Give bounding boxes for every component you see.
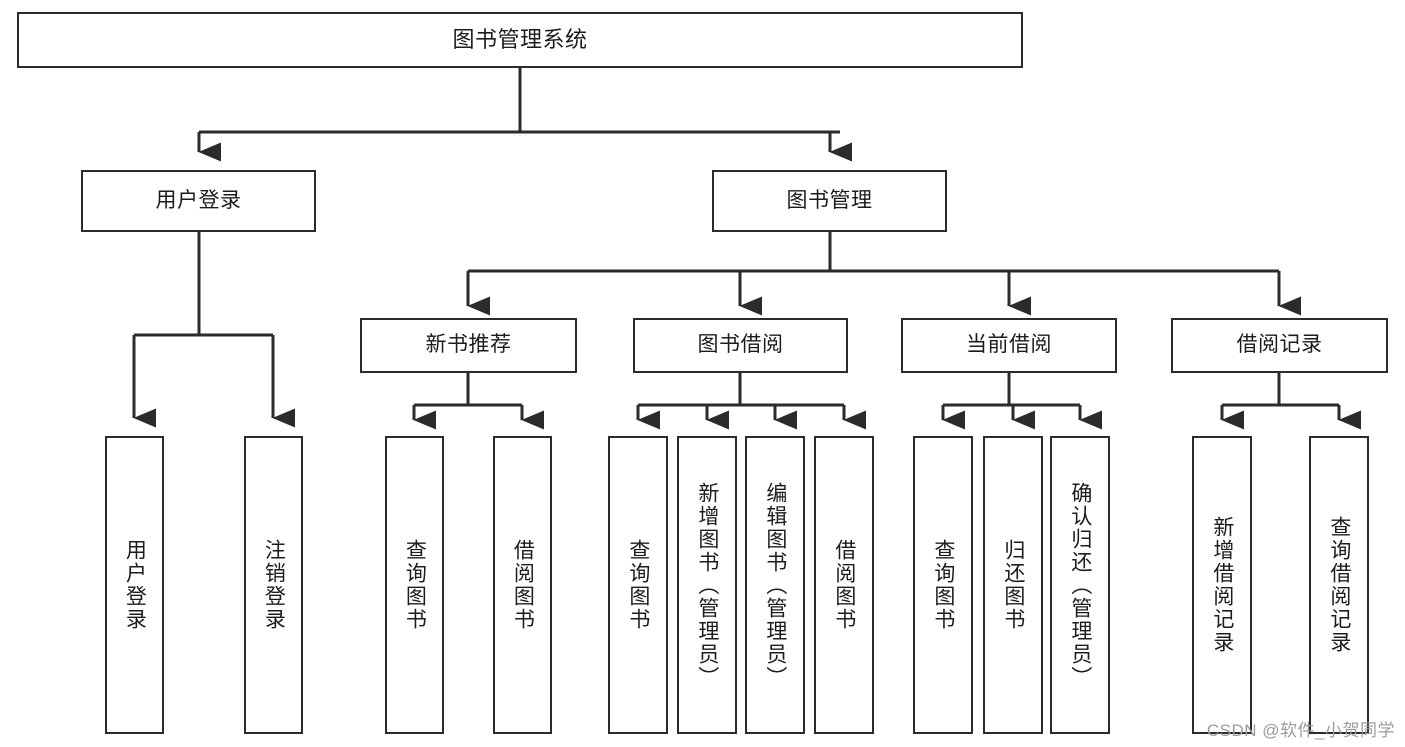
node-leaf-edit-book-label: 编辑图书（管理员） xyxy=(763,481,787,689)
node-leaf-borrow-book-2[interactable]: 借阅图书 xyxy=(814,436,874,734)
node-user-login[interactable]: 用户登录 xyxy=(81,170,316,232)
node-leaf-add-record-label: 新增借阅记录 xyxy=(1210,516,1234,654)
node-borrow-record[interactable]: 借阅记录 xyxy=(1171,318,1388,373)
node-user-login-label: 用户登录 xyxy=(155,188,242,212)
node-leaf-query-book-1-label: 查询图书 xyxy=(403,539,427,631)
node-leaf-confirm-return[interactable]: 确认归还（管理员） xyxy=(1050,436,1110,734)
node-leaf-logout-label: 注销登录 xyxy=(262,539,286,631)
node-leaf-user-login[interactable]: 用户登录 xyxy=(105,436,164,734)
node-leaf-query-record[interactable]: 查询借阅记录 xyxy=(1309,436,1369,734)
node-leaf-return-book-label: 归还图书 xyxy=(1001,539,1025,631)
node-leaf-query-book-2-label: 查询图书 xyxy=(626,539,650,631)
node-leaf-query-record-label: 查询借阅记录 xyxy=(1327,516,1351,654)
node-root[interactable]: 图书管理系统 xyxy=(17,12,1023,68)
node-leaf-add-book[interactable]: 新增图书（管理员） xyxy=(677,436,737,734)
node-current-borrow[interactable]: 当前借阅 xyxy=(901,318,1117,373)
node-leaf-borrow-book-1-label: 借阅图书 xyxy=(511,539,535,631)
node-leaf-borrow-book-1[interactable]: 借阅图书 xyxy=(493,436,552,734)
node-current-borrow-label: 当前借阅 xyxy=(966,333,1052,357)
node-leaf-user-login-label: 用户登录 xyxy=(123,539,147,631)
node-leaf-query-book-3-label: 查询图书 xyxy=(931,539,955,631)
node-book-borrow-label: 图书借阅 xyxy=(697,333,784,357)
csdn-watermark: CSDN @软件_小贺同学 xyxy=(1206,721,1395,740)
node-leaf-query-book-3[interactable]: 查询图书 xyxy=(913,436,973,734)
node-leaf-borrow-book-2-label: 借阅图书 xyxy=(832,539,856,631)
node-leaf-logout[interactable]: 注销登录 xyxy=(244,436,303,734)
node-new-book-recommend[interactable]: 新书推荐 xyxy=(360,318,577,373)
node-borrow-record-label: 借阅记录 xyxy=(1236,333,1323,357)
node-leaf-return-book[interactable]: 归还图书 xyxy=(983,436,1043,734)
node-leaf-query-book-1[interactable]: 查询图书 xyxy=(385,436,444,734)
node-leaf-add-book-label: 新增图书（管理员） xyxy=(695,481,719,689)
node-leaf-confirm-return-label: 确认归还（管理员） xyxy=(1068,481,1092,689)
node-leaf-edit-book[interactable]: 编辑图书（管理员） xyxy=(745,436,805,734)
node-new-book-recommend-label: 新书推荐 xyxy=(425,333,512,357)
node-leaf-add-record[interactable]: 新增借阅记录 xyxy=(1192,436,1252,734)
node-root-label: 图书管理系统 xyxy=(452,27,588,53)
node-leaf-query-book-2[interactable]: 查询图书 xyxy=(608,436,668,734)
node-book-manage[interactable]: 图书管理 xyxy=(712,170,947,232)
node-book-borrow[interactable]: 图书借阅 xyxy=(633,318,848,373)
node-book-manage-label: 图书管理 xyxy=(786,188,873,212)
